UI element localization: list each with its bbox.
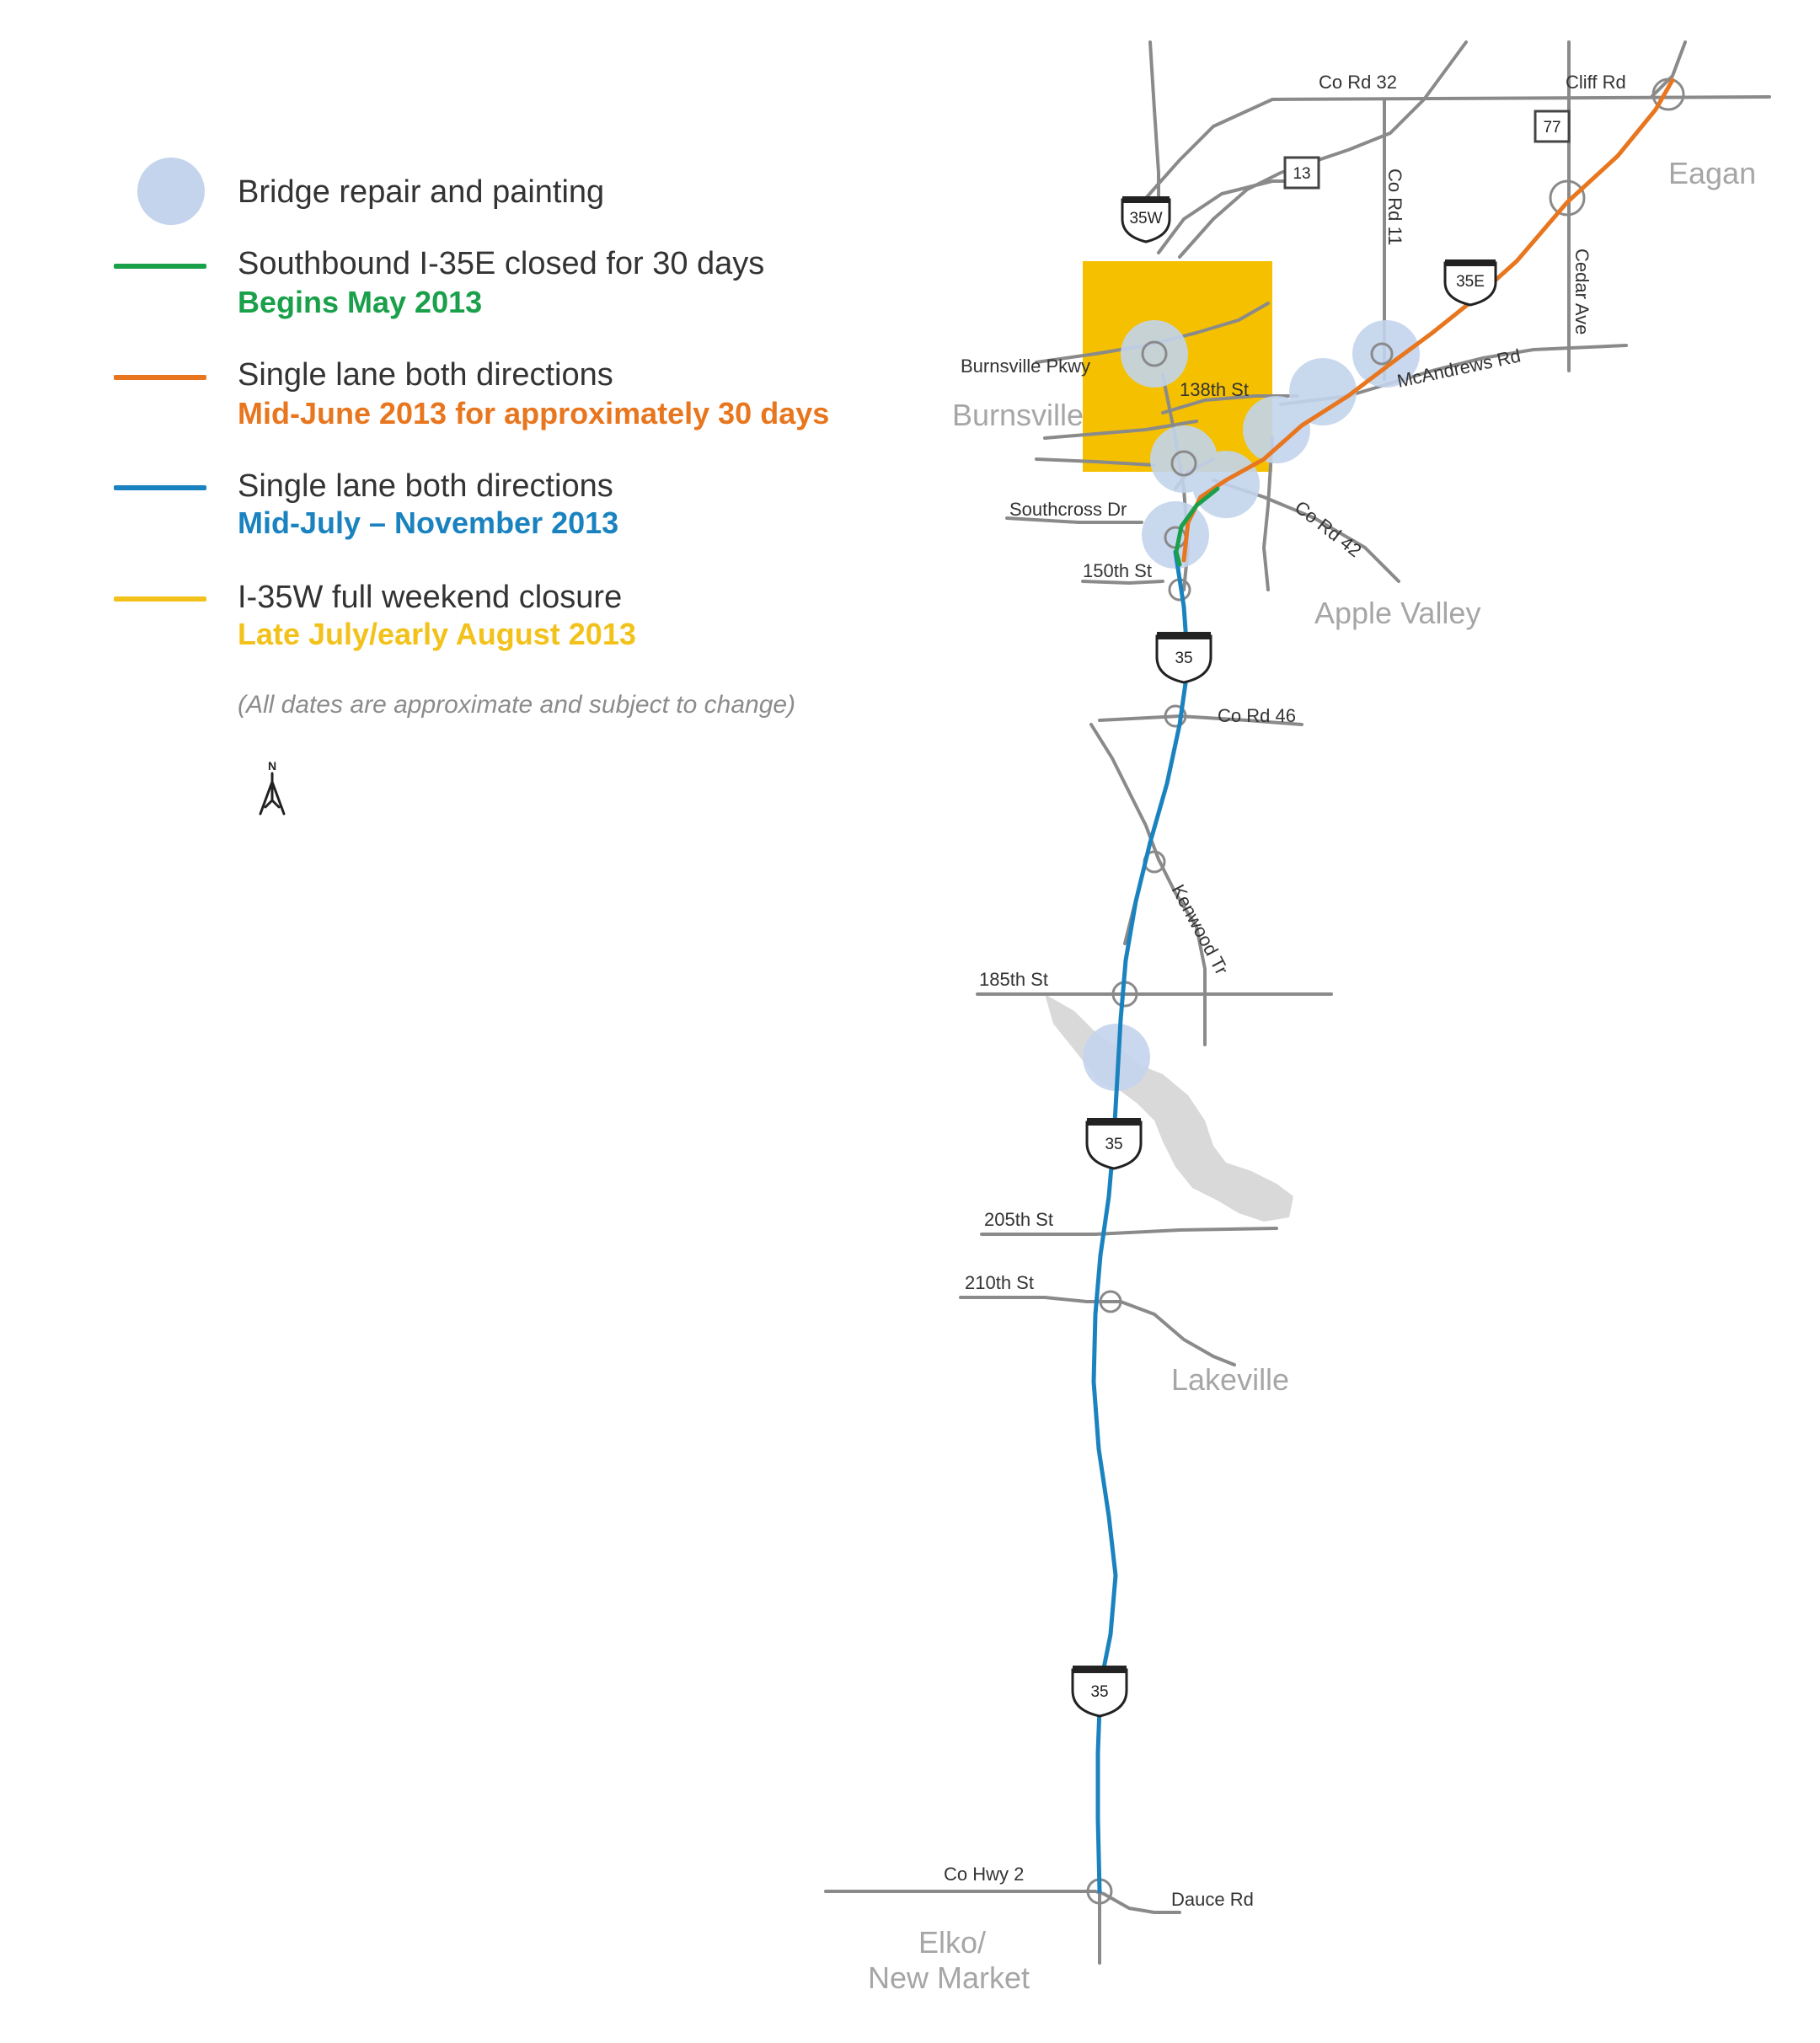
bridge-repair-swatch [137, 158, 205, 225]
shield-13: 13 [1283, 156, 1320, 190]
legend: Bridge repair and painting Southbound I-… [0, 0, 927, 842]
road-13 [1157, 179, 1303, 254]
legend-label: Southbound I-35E closed for 30 days [238, 246, 765, 281]
shield-35w: 35W [1121, 196, 1171, 243]
road-westside-2 [1035, 457, 1156, 467]
road-35w-north [1148, 40, 1160, 221]
road-label: 13 [1293, 165, 1310, 183]
road-southcross [1005, 516, 1143, 524]
road-label: Cliff Rd [1566, 72, 1626, 93]
bridge-repair-sites [1083, 320, 1420, 1091]
road-label: 138th St [1180, 379, 1249, 400]
road-label: 210th St [965, 1272, 1034, 1293]
city-label-new-market: New Market [868, 1960, 1030, 1995]
legend-label: I-35W full weekend closure [238, 580, 623, 615]
road-label: Burnsville Pkwy [961, 356, 1090, 377]
road-label: Dauce Rd [1171, 1889, 1254, 1910]
road-label: Kenwood Tr [1168, 881, 1233, 978]
legend-sublabel: Mid-June 2013 for approximately 30 days [238, 396, 830, 431]
legend-sublabel: Late July/early August 2013 [238, 617, 636, 651]
legend-label: Single lane both directions [238, 468, 613, 504]
road-kenwood-tr [1089, 723, 1207, 1046]
road-210th [959, 1296, 1236, 1366]
city-labels: Eagan Burnsville Apple Valley Lakeville … [868, 156, 1756, 1995]
road-label: Co Rd 32 [1319, 72, 1397, 93]
lake [1045, 994, 1293, 1222]
road-label: 77 [1543, 119, 1560, 136]
blue-line-swatch [114, 485, 206, 490]
shield-35-mid: 35 [1085, 1118, 1143, 1170]
bridge-site [1192, 451, 1260, 518]
road-i35e-north-ext [1650, 40, 1687, 99]
city-label-eagan: Eagan [1668, 156, 1756, 190]
legend-label: Bridge repair and painting [238, 174, 605, 210]
road-label: 35 [1090, 1683, 1108, 1701]
road-label: Co Rd 42 [1291, 496, 1366, 561]
road-150th [1081, 580, 1164, 585]
road-205th [980, 1227, 1278, 1236]
city-label-elko: Elko/ [918, 1925, 986, 1960]
orange-line-swatch [114, 375, 206, 380]
bridge-site [1352, 320, 1420, 388]
yellow-line-swatch [114, 596, 206, 602]
bridge-site [1289, 358, 1357, 425]
road-dauce [1102, 1892, 1181, 1914]
shield-77: 77 [1534, 110, 1571, 143]
interchanges [1086, 78, 1685, 1905]
road-network [824, 40, 1771, 1965]
legend-label: Single lane both directions [238, 357, 613, 393]
road-label: 35 [1175, 650, 1192, 667]
north-arrow-icon: N [259, 759, 286, 816]
city-label-lakeville: Lakeville [1171, 1362, 1289, 1397]
dates-disclaimer: (All dates are approximate and subject t… [238, 691, 796, 719]
legend-sublabel: Mid-July – November 2013 [238, 505, 619, 540]
i35e-southbound-closed [1174, 486, 1220, 567]
shield-35-south: 35 [1071, 1666, 1128, 1718]
road-co-rd-46 [1098, 714, 1303, 726]
legend-sublabel: Begins May 2013 [238, 285, 483, 319]
road-label: Cedar Ave [1571, 249, 1592, 334]
road-label: Co Rd 11 [1384, 168, 1405, 245]
bridge-site [1121, 320, 1188, 388]
road-label: 35E [1456, 273, 1485, 291]
green-line-swatch [114, 264, 206, 269]
i35-single-lane-jul-nov [1091, 549, 1191, 1894]
bridge-site [1243, 396, 1310, 463]
road-label: Co Rd 46 [1218, 705, 1296, 726]
city-label-apple-valley: Apple Valley [1314, 596, 1480, 630]
shield-35-north: 35 [1155, 632, 1212, 684]
road-south-2 [1262, 436, 1274, 591]
road-label: 35 [1105, 1136, 1122, 1153]
north-label: N [268, 759, 276, 773]
shield-35e: 35E [1443, 259, 1497, 307]
road-label: Southcross Dr [1009, 499, 1127, 520]
road-co-hwy-2 [824, 1890, 1105, 1896]
road-label: Co Hwy 2 [944, 1864, 1024, 1885]
road-label: 150th St [1083, 560, 1152, 581]
road-label: 185th St [979, 969, 1048, 990]
road-labels: Co Rd 32 Cliff Rd Co Rd 11 Cedar Ave Bur… [944, 72, 1626, 1910]
road-label: 35W [1129, 210, 1162, 227]
i35e-single-lane-jun [1181, 78, 1675, 563]
road-co-rd-32 [1144, 95, 1771, 200]
city-label-burnsville: Burnsville [952, 398, 1084, 432]
road-label: 205th St [984, 1209, 1053, 1230]
